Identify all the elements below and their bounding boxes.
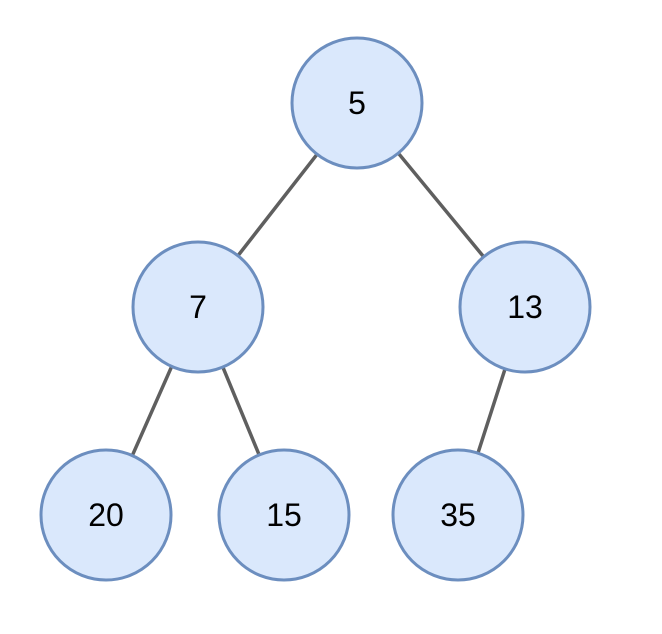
node-label: 7 [189,289,207,325]
node-circle [39,448,173,582]
node-label: 20 [88,497,124,533]
node-label: 5 [348,85,366,121]
node-circle [131,240,265,374]
tree-edge-5-7 [236,152,319,258]
tree-node-20: 20 [39,448,173,582]
node-circle [290,36,424,170]
tree-node-35: 35 [391,448,525,582]
node-circle [458,240,592,374]
tree-node-15: 15 [217,448,351,582]
tree-nodes: 5 7 13 20 15 35 [39,36,592,582]
tree-node-5: 5 [290,36,424,170]
node-circle [217,448,351,582]
tree-edge-5-13 [396,151,486,259]
tree-node-7: 7 [131,240,265,374]
tree-edges [130,151,507,458]
node-label: 15 [266,497,302,533]
node-label: 35 [440,497,476,533]
tree-edge-7-20 [130,364,174,458]
tree-edge-13-35 [476,367,507,455]
tree-node-13: 13 [458,240,592,374]
node-circle [391,448,525,582]
node-label: 13 [507,289,543,325]
tree-edge-7-15 [221,365,261,457]
